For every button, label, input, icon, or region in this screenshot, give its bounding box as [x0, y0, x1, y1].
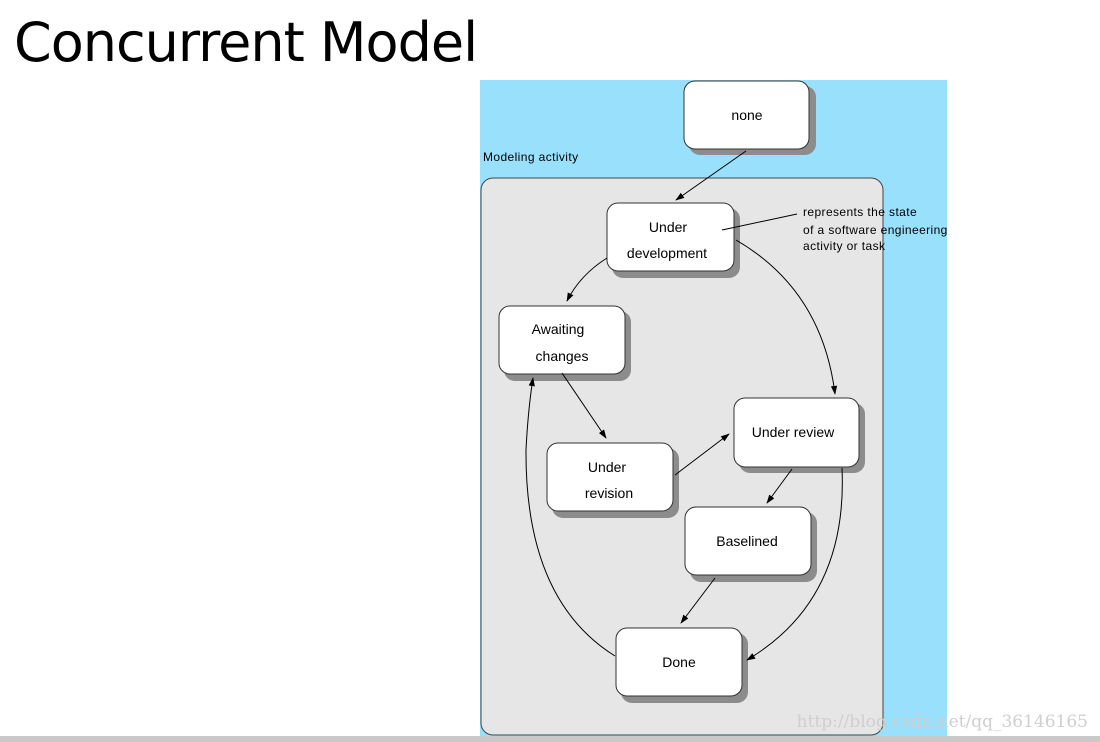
- arrow-under-development-to-awaiting-changes: [566, 257, 608, 302]
- modeling-activity-label: Modeling activity: [483, 150, 579, 164]
- state-under-review: Under review: [733, 397, 865, 473]
- annotation-line-1: represents the state: [803, 205, 917, 219]
- slide-title: Concurrent Model: [14, 11, 478, 74]
- annotation-line-3: activity or task: [803, 239, 886, 253]
- state-baselined-label: Baselined: [716, 533, 778, 549]
- state-under-development-line2: development: [627, 245, 707, 261]
- state-none: none: [683, 80, 816, 155]
- state-under-development: Under development: [606, 202, 740, 278]
- watermark-text: http://blog.csdn.net/qq_36146165: [797, 712, 1088, 732]
- state-under-revision-line1: Under: [588, 459, 626, 475]
- arrow-baselined-to-done: [680, 577, 716, 624]
- arrow-under-review-to-done: [746, 467, 843, 661]
- arrow-under-development-to-under-review: [735, 239, 838, 395]
- state-under-revision-line2: revision: [585, 485, 633, 501]
- annotation-line-2: of a software engineering: [803, 223, 948, 237]
- state-awaiting-changes-line2: changes: [536, 348, 589, 364]
- state-under-review-label: Under review: [752, 424, 835, 440]
- arrow-done-to-awaiting-changes: [525, 377, 616, 657]
- state-none-label: none: [731, 107, 762, 123]
- state-done-label: Done: [662, 654, 696, 670]
- state-awaiting-changes-line1: Awaiting: [532, 321, 585, 337]
- arrow-under-revision-to-under-review: [674, 433, 730, 476]
- state-under-development-line1: Under: [649, 219, 687, 235]
- state-baselined: Baselined: [684, 506, 817, 582]
- state-done: Done: [615, 627, 748, 703]
- bottom-bar: [0, 736, 1100, 742]
- arrow-none-to-under-development: [675, 150, 747, 201]
- annotation-leader-line: [721, 213, 798, 231]
- state-awaiting-changes: Awaiting changes: [498, 305, 631, 381]
- arrow-awaiting-changes-to-under-revision: [561, 372, 607, 439]
- state-under-revision: Under revision: [546, 442, 679, 518]
- arrow-under-review-to-baselined: [766, 468, 793, 504]
